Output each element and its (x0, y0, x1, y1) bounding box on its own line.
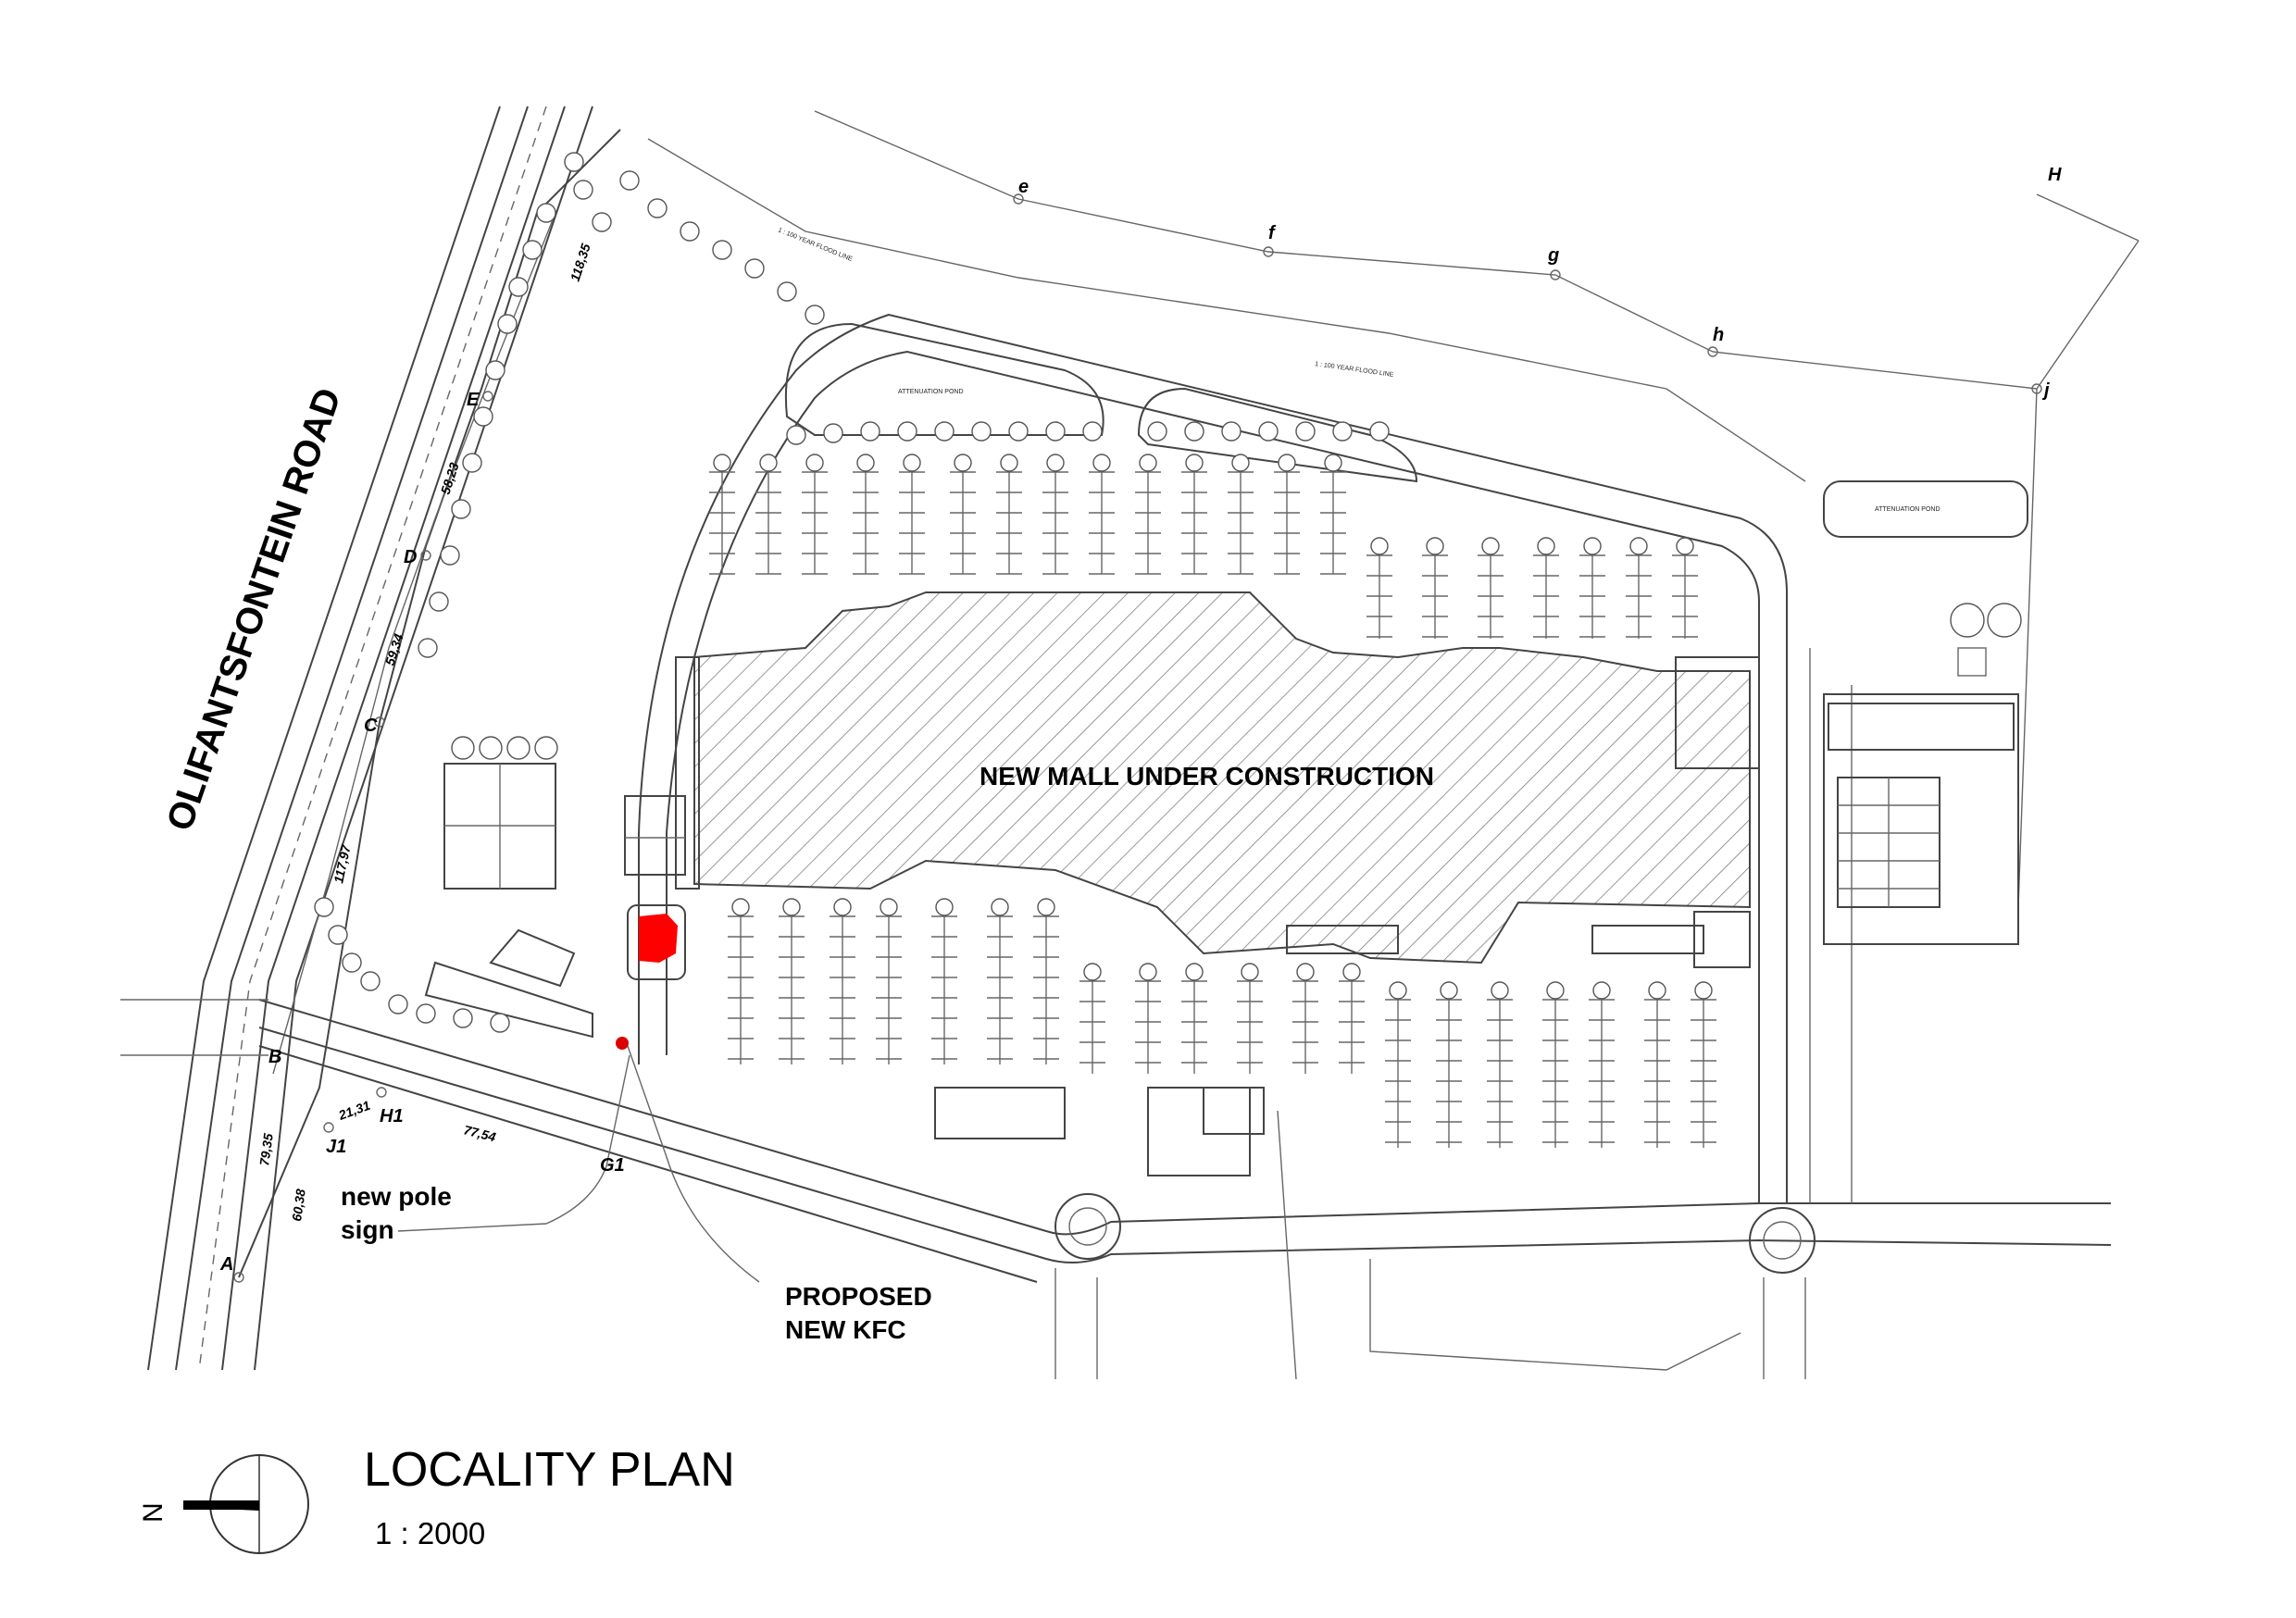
pole-sign-label-1: new pole (341, 1182, 452, 1211)
dim-4: 117,97 (331, 842, 354, 884)
parking-south (728, 898, 1716, 1148)
southern-structures (934, 1087, 1265, 1176)
flood-line-label-2: 1 : 100 YEAR FLOOD LINE (777, 227, 854, 263)
mall-footprint (675, 591, 1760, 968)
title-block: N LOCALITY PLAN 1 : 2000 (138, 1443, 735, 1554)
point-g1: G1 (600, 1155, 625, 1176)
north-label: N (138, 1502, 168, 1523)
attenuation-pond-west (784, 322, 1104, 436)
point-g: g (1547, 245, 1559, 266)
olifantsfontein-road (147, 106, 593, 1371)
point-e-lower: e (1018, 177, 1029, 197)
dim-7: 21,31 (336, 1098, 373, 1123)
sports-courts (443, 736, 558, 890)
attenuation-pond-label-2: ATTENUATION POND (1875, 506, 1940, 513)
attenuation-pond-label-1: ATTENUATION POND (898, 389, 964, 395)
mall-label: NEW MALL UNDER CONSTRUCTION (980, 762, 1434, 790)
site-boundary-west (238, 129, 621, 1278)
point-b: B (268, 1047, 281, 1067)
west-buildings (424, 795, 686, 1039)
attenuation-pond-center (1137, 387, 1418, 483)
dim-1: 118,35 (568, 242, 593, 283)
point-h: H (2048, 165, 2062, 185)
plan-title: LOCALITY PLAN (364, 1443, 735, 1497)
point-c: C (364, 716, 378, 736)
kfc-label-2: NEW KFC (785, 1315, 906, 1344)
survey-points: A B C D E G1 H1 J1 H e f g h j (219, 165, 2062, 1283)
pole-sign-label-2: sign (341, 1215, 394, 1244)
roundabout-east (1749, 1207, 1816, 1274)
point-j: j (2041, 380, 2050, 401)
point-a: A (219, 1254, 233, 1275)
southern-road (120, 999, 2112, 1380)
point-d: D (404, 547, 417, 567)
kfc-label-1: PROPOSED (785, 1282, 932, 1311)
kfc-building (639, 914, 678, 963)
attenuation-pond-east (1823, 480, 2028, 538)
point-e: E (467, 390, 480, 410)
dim-2: 58,23 (438, 460, 462, 495)
dim-5: 79,35 (256, 1132, 276, 1166)
roundabout-west (1054, 1193, 1121, 1260)
point-h-lower: h (1713, 325, 1724, 345)
tree-line (314, 152, 1390, 1033)
proposed-kfc-site (616, 904, 686, 1050)
road-name: OLIFANTSFONTEIN ROAD (159, 383, 349, 836)
plan-scale: 1 : 2000 (375, 1516, 485, 1550)
point-h1: H1 (380, 1106, 404, 1126)
flood-line-label: 1 : 100 YEAR FLOOD LINE (1315, 361, 1394, 379)
point-j1: J1 (326, 1137, 346, 1157)
east-building (1823, 693, 2019, 945)
attenuation-ponds: ATTENUATION POND ATTENUATION POND (784, 322, 2028, 677)
parking-north (709, 454, 1698, 639)
callout-lines (397, 1045, 760, 1283)
point-f: f (1268, 223, 1277, 243)
dim-6: 60,38 (289, 1188, 308, 1222)
dim-8: 77,54 (462, 1122, 497, 1144)
dimension-labels: 118,35 58,23 59,34 117,97 79,35 60,38 21… (256, 242, 593, 1222)
pole-sign-marker (616, 1037, 629, 1050)
